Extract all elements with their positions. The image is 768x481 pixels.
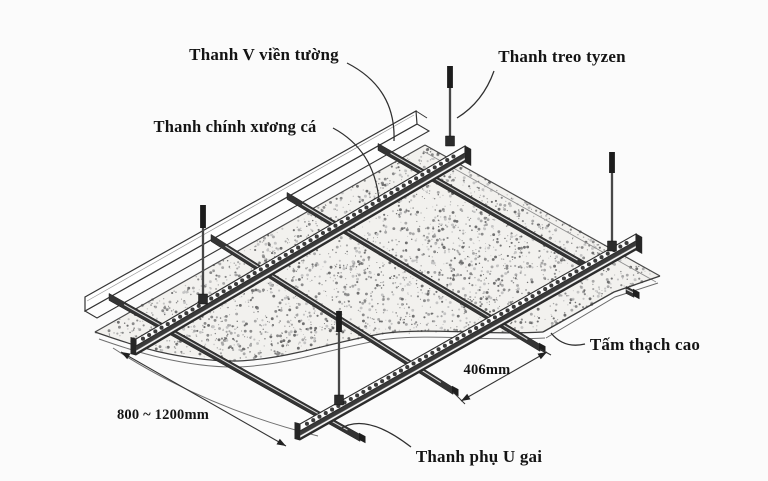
leader-cross-furring: [339, 422, 412, 448]
rod-threaded-tip: [200, 205, 206, 228]
rod-clamp: [334, 394, 344, 406]
leader-wall-angle: [346, 62, 395, 142]
rod-clamp: [198, 293, 208, 305]
torn-edge-arc: [112, 347, 319, 437]
hanger-rod: [445, 66, 455, 147]
dim-runner-spacing: 800 ~ 1200mm: [117, 407, 209, 423]
label-gypsum-board: Tấm thạch cao: [590, 335, 700, 354]
wall-angle-web: [84, 110, 418, 313]
main-runner-bar: [130, 145, 472, 356]
u-bar-end-cap: [359, 432, 366, 444]
dimension-arrowhead: [537, 352, 547, 360]
runner-end-cap: [294, 422, 300, 441]
runner-fishbone-holes: [140, 154, 456, 341]
label-leader-lines: [332, 62, 586, 448]
leader-hanger-rod: [456, 70, 495, 119]
runner-end-cap: [465, 145, 472, 166]
board-top-left-edge: [94, 144, 426, 333]
dimension-arrowhead: [121, 352, 131, 360]
label-hanger-rod: Thanh treo tyzen: [498, 47, 626, 66]
label-wall-angle: Thanh V viền tường: [189, 45, 339, 64]
wall-angle-web-inner-line: [86, 114, 415, 302]
hanger-rod: [334, 311, 344, 406]
dimension-arrowhead: [461, 393, 471, 401]
u-bar-end-cap: [452, 385, 459, 397]
label-cross-furring: Thanh phụ U gai: [416, 447, 542, 466]
dim-furring-spacing: 406mm: [464, 362, 511, 378]
dimension-line-furring-spacing: [460, 351, 548, 402]
rod-threaded-tip: [447, 66, 453, 88]
hanger-rods: [198, 66, 617, 406]
rod-threaded-tip: [609, 152, 615, 173]
hanger-rod: [607, 152, 617, 252]
board-bottom-thickness-line: [545, 282, 659, 339]
rod-threaded-tip: [336, 311, 342, 332]
wall-angle-end-edge: [415, 110, 428, 119]
labels: Thanh V viền tường Thanh treo tyzen Than…: [117, 45, 700, 466]
runner-end-cap: [130, 337, 136, 356]
runner-end-cap: [636, 233, 643, 254]
u-bar-end-cap: [633, 288, 640, 300]
dimension-extension: [452, 391, 466, 405]
board-bottom-edge: [542, 275, 661, 333]
label-main-runner: Thanh chính xương cá: [154, 117, 317, 136]
dimension-lines: [120, 348, 552, 447]
main-runners: [130, 145, 643, 441]
dimension-line-runner-spacing: [120, 351, 287, 447]
cross-furring-bar: [625, 285, 640, 300]
hanger-rod: [198, 205, 208, 305]
rod-clamp: [607, 240, 617, 252]
runner-fishbone-holes: [304, 240, 629, 426]
leader-gypsum-board: [550, 332, 586, 346]
dimension-extension: [539, 348, 552, 356]
rod-clamp: [445, 135, 455, 147]
main-runner-bar: [294, 233, 643, 441]
dimension-arrowhead: [276, 438, 286, 446]
leader-main-runner: [332, 127, 380, 201]
wall-angle-profile: [83, 110, 431, 319]
